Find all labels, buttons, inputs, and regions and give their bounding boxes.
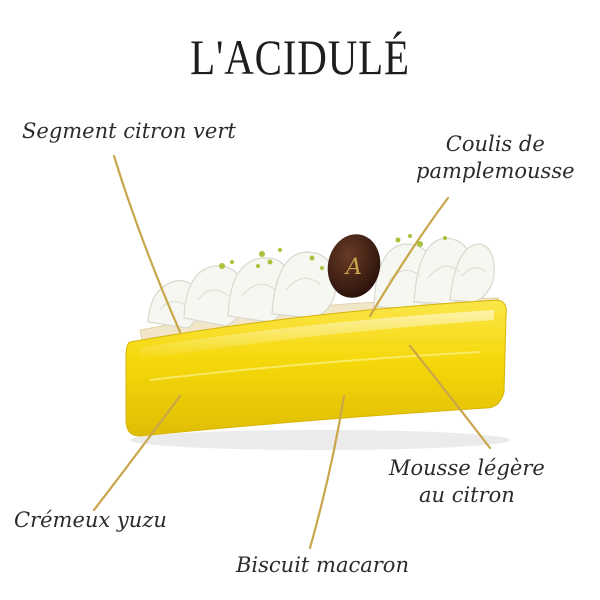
label-mousse-citron: Mousse légère au citron [389,455,545,509]
pastry-shadow [130,430,510,450]
leader-segment [112,154,182,334]
leader-mousse [408,344,492,450]
leader-cremeux [92,394,182,512]
yellow-glaze-body [125,299,507,437]
label-cremeux-text: Crémeux yuzu [14,508,167,532]
label-coulis-line2: pamplemousse [416,159,575,183]
leader-biscuit [308,394,346,550]
label-segment-citron-vert: Segment citron vert [22,118,236,145]
glaze-shine [140,310,494,360]
label-coulis-pamplemousse: Coulis de pamplemousse [416,131,575,185]
chocolate-disc-monogram: A [344,255,362,280]
cream-rosettes [147,237,495,329]
leader-coulis [368,196,450,318]
label-coulis-line1: Coulis de [445,132,545,156]
label-mousse-line2: au citron [418,483,515,507]
cream-swirl-details [159,265,487,311]
label-biscuit-text: Biscuit macaron [236,553,409,577]
label-mousse-line1: Mousse légère [389,456,545,480]
lime-zest-sprinkles [219,234,447,270]
label-segment-text: Segment citron vert [22,119,236,143]
page-title: L'ACIDULÉ [190,29,410,85]
label-biscuit-macaron: Biscuit macaron [236,552,409,579]
label-cremeux-yuzu: Crémeux yuzu [14,507,167,534]
glaze-highlight [149,351,481,381]
leader-lines [92,154,492,550]
chocolate-disc: A [327,234,381,298]
